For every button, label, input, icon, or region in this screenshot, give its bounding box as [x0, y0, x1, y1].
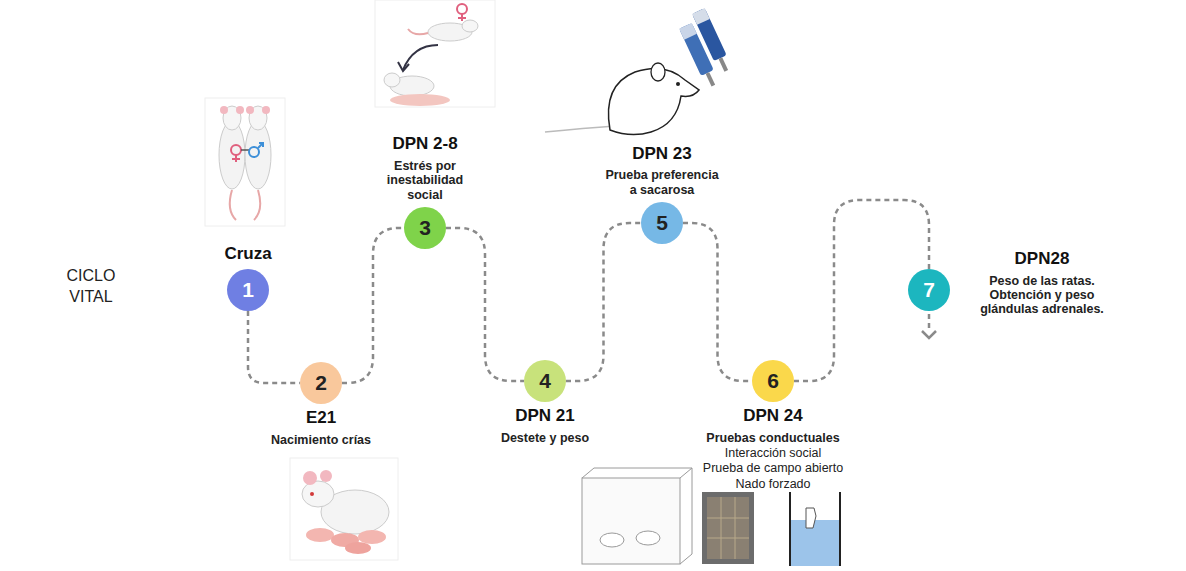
step-number: 6: [752, 360, 794, 402]
step-description: Pruebas conductuales: [688, 431, 858, 445]
cycle-label: CICLO VITAL: [52, 266, 130, 308]
step-description: Estrés por inestabilidad social: [379, 159, 471, 202]
step-heading: DPN 2-8: [379, 134, 471, 154]
step-description: Interacción social: [688, 446, 858, 460]
step-heading: DPN 21: [480, 406, 610, 426]
step-description: Destete y peso: [480, 431, 610, 445]
step-circle: 6DPN 24Pruebas conductualesInteracción s…: [752, 360, 794, 402]
step-number: 7: [908, 269, 950, 311]
step-heading: Cruza: [203, 244, 293, 264]
step-heading: DPN28: [972, 249, 1112, 269]
dashed-connector: [566, 223, 641, 381]
step-heading: E21: [256, 408, 386, 428]
step-heading: DPN 24: [688, 406, 858, 426]
step-description: Prueba de campo abierto: [688, 461, 858, 475]
step-number: 5: [641, 202, 683, 244]
step-circle: 7DPN28Peso de las ratas. Obtención y pes…: [908, 269, 950, 311]
step-number: 2: [300, 362, 342, 404]
mother-pups-illustration: [290, 458, 398, 560]
step-circle: 3DPN 2-8Estrés por inestabilidad social: [404, 207, 446, 249]
step-circle: 1Cruza: [227, 269, 269, 311]
step-circle: 4DPN 21Destete y peso: [524, 360, 566, 402]
step-number: 3: [404, 207, 446, 249]
step-number: 4: [524, 360, 566, 402]
stress-illustration: [375, 0, 495, 107]
step-circle: 2E21Nacimiento crías: [300, 362, 342, 404]
step-number: 1: [227, 269, 269, 311]
step-heading: DPN 23: [601, 144, 723, 164]
cycle-continuation: [922, 314, 936, 338]
step-description: Nado forzado: [688, 477, 858, 491]
step-description: Prueba preferencia a sacarosa: [601, 168, 723, 197]
step-description: Peso de las ratas. Obtención y peso glán…: [972, 274, 1112, 317]
dashed-connector: [683, 223, 752, 381]
step-circle: 5DPN 23Prueba preferencia a sacarosa: [641, 202, 683, 244]
sucrose-test-illustration: [545, 8, 736, 134]
dashed-connector: [342, 228, 404, 383]
dashed-connector: [446, 228, 524, 381]
dashed-connector: [248, 311, 300, 383]
step-description: Nacimiento crías: [256, 433, 386, 447]
mating-rats: [205, 98, 285, 226]
